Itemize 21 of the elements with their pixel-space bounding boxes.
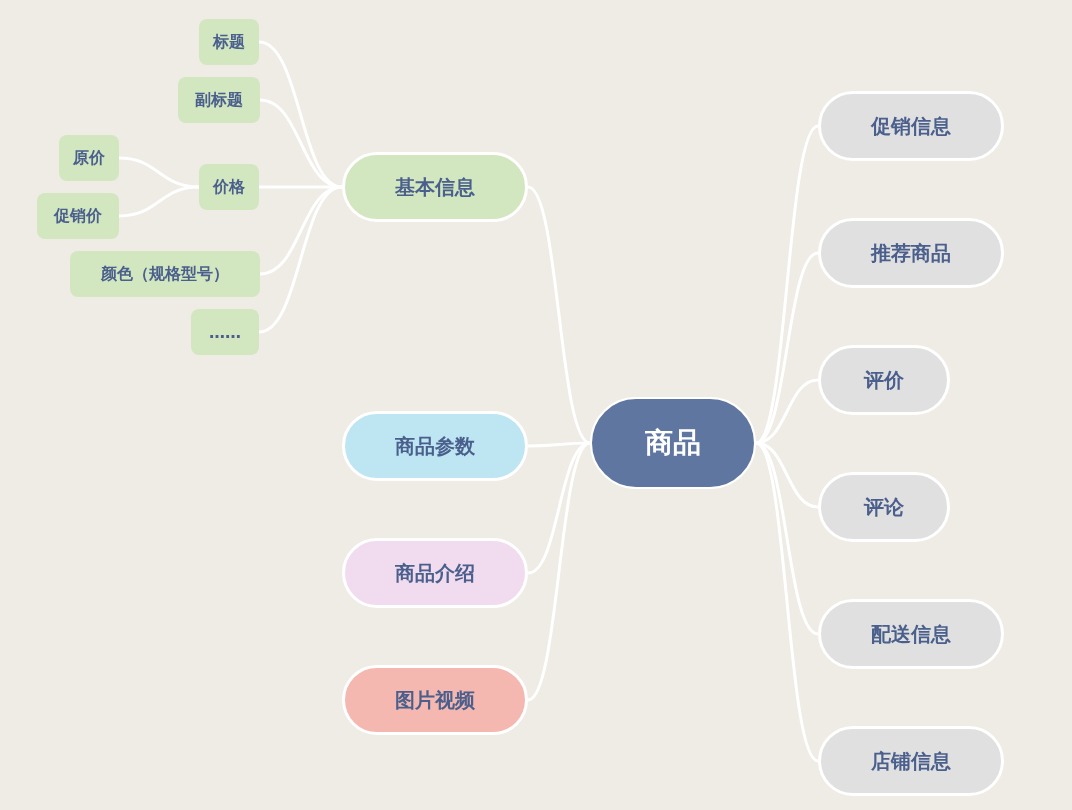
topic-pill: 配送信息 — [818, 599, 1004, 669]
topic-pill: 评价 — [818, 345, 950, 415]
subtopic-box: 颜色（规格型号） — [70, 251, 260, 297]
subtopic-box: 标题 — [199, 19, 259, 65]
topic-pill: 店铺信息 — [818, 726, 1004, 796]
subtopic-box: 原价 — [59, 135, 119, 181]
connector-line — [527, 185, 591, 445]
subtopic-box: 价格 — [199, 164, 259, 210]
connector-line — [118, 156, 200, 189]
topic-pill: 图片视频 — [342, 665, 528, 735]
subtopic-box: 副标题 — [178, 77, 260, 123]
topic-pill: 评论 — [818, 472, 950, 542]
topic-pill: 促销信息 — [818, 91, 1004, 161]
topic-pill: 商品介绍 — [342, 538, 528, 608]
subtopic-box: 促销价 — [37, 193, 119, 239]
central-topic: 商品 — [590, 397, 756, 489]
connector-line — [118, 185, 200, 218]
topic-pill: 商品参数 — [342, 411, 528, 481]
topic-pill: 推荐商品 — [818, 218, 1004, 288]
topic-pill: 基本信息 — [342, 152, 528, 222]
subtopic-box: …… — [191, 309, 259, 355]
